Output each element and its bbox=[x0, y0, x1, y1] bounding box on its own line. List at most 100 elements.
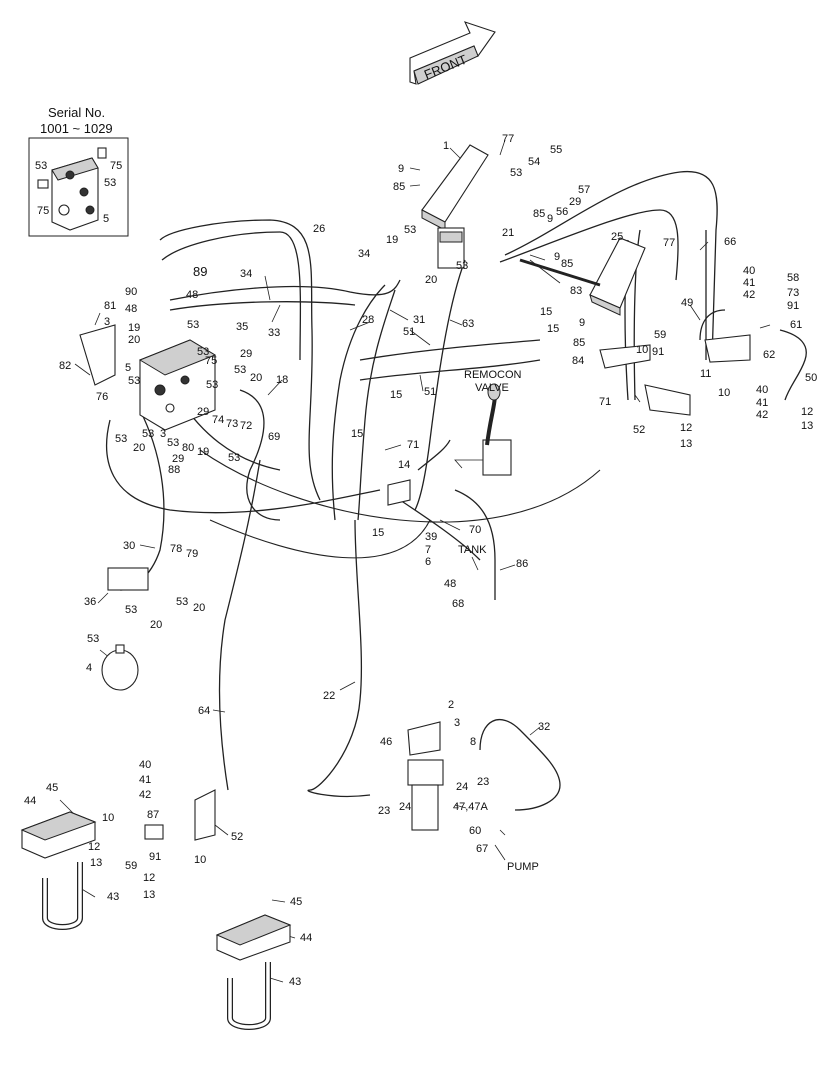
part-label: 25 bbox=[611, 231, 623, 243]
part-label: 75 bbox=[110, 160, 122, 172]
part-label: 5 bbox=[125, 362, 131, 374]
part-label: 30 bbox=[123, 540, 135, 552]
part-label: 13 bbox=[801, 420, 813, 432]
part-label: 20 bbox=[425, 274, 437, 286]
part-label: 82 bbox=[59, 360, 71, 372]
part-label: 53 bbox=[125, 604, 137, 616]
part-label: 13 bbox=[143, 889, 155, 901]
part-label: 75 bbox=[205, 355, 217, 367]
part-label: 20 bbox=[150, 619, 162, 631]
inset-serial: 1001 ~ 1029 bbox=[40, 121, 113, 136]
part-label: 1 bbox=[443, 140, 449, 152]
part-label: 77 bbox=[502, 133, 514, 145]
part-label: 61 bbox=[790, 319, 802, 331]
part-label: 41 bbox=[743, 277, 755, 289]
part-label: 42 bbox=[743, 289, 755, 301]
part-label: 51 bbox=[424, 386, 436, 398]
part-label: 85 bbox=[393, 181, 405, 193]
part-label: 15 bbox=[547, 323, 559, 335]
part-label: 24 bbox=[456, 781, 468, 793]
part-label: 28 bbox=[362, 314, 374, 326]
part-label: 6 bbox=[425, 556, 431, 568]
part-label: 13 bbox=[90, 857, 102, 869]
part-label: 29 bbox=[172, 453, 184, 465]
tank-label: TANK bbox=[458, 544, 487, 556]
part-label: 29 bbox=[240, 348, 252, 360]
part-label: 56 bbox=[556, 206, 568, 218]
part-label: 53 bbox=[456, 260, 468, 272]
part-label: 19 bbox=[197, 446, 209, 458]
part-label: 32 bbox=[538, 721, 550, 733]
part-label: 52 bbox=[633, 424, 645, 436]
part-label: 23 bbox=[477, 776, 489, 788]
part-label: 53 bbox=[142, 428, 154, 440]
part-label: 7 bbox=[425, 544, 431, 556]
part-label: 58 bbox=[787, 272, 799, 284]
part-label: 85 bbox=[533, 208, 545, 220]
part-label: 63 bbox=[462, 318, 474, 330]
part-label: 13 bbox=[680, 438, 692, 450]
part-label: 41 bbox=[139, 774, 151, 786]
part-label: 74 bbox=[212, 414, 224, 426]
part-label: 15 bbox=[372, 527, 384, 539]
part-label: 90 bbox=[125, 286, 137, 298]
part-label: 20 bbox=[193, 602, 205, 614]
part-label: 76 bbox=[96, 391, 108, 403]
part-label: 42 bbox=[139, 789, 151, 801]
part-label: 53 bbox=[115, 433, 127, 445]
part-label: 60 bbox=[469, 825, 481, 837]
part-label: 91 bbox=[787, 300, 799, 312]
part-label: 10 bbox=[102, 812, 114, 824]
inset-title: Serial No. bbox=[48, 105, 105, 120]
leader-lines bbox=[59, 139, 771, 983]
part-label: 12 bbox=[680, 422, 692, 434]
part-label: 34 bbox=[240, 268, 252, 280]
part-label: 88 bbox=[168, 464, 180, 476]
part-label: 91 bbox=[149, 851, 161, 863]
part-label: 44 bbox=[24, 795, 36, 807]
part-label: 53 bbox=[176, 596, 188, 608]
part-label: 40 bbox=[139, 759, 151, 771]
part-label: 26 bbox=[313, 223, 325, 235]
part-label: 11 bbox=[700, 368, 711, 380]
part-label: 35 bbox=[236, 321, 248, 333]
part-label: 33 bbox=[268, 327, 280, 339]
part-label: 46 bbox=[380, 736, 392, 748]
part-label: 59 bbox=[654, 329, 666, 341]
remocon-label: VALVE bbox=[475, 382, 509, 394]
part-label: 70 bbox=[469, 524, 481, 536]
part-label: 69 bbox=[268, 431, 280, 443]
part-label: 5 bbox=[103, 213, 109, 225]
part-label: 47,47A bbox=[453, 801, 489, 813]
part-label: 53 bbox=[206, 379, 218, 391]
part-label: 53 bbox=[228, 452, 240, 464]
part-label: 22 bbox=[323, 690, 335, 702]
part-label: 67 bbox=[476, 843, 488, 855]
part-label: 66 bbox=[724, 236, 736, 248]
part-label: 9 bbox=[398, 163, 404, 175]
part-label: 53 bbox=[35, 160, 47, 172]
part-label: 23 bbox=[378, 805, 390, 817]
part-label: 21 bbox=[502, 227, 514, 239]
part-label: 73 bbox=[787, 287, 799, 299]
part-label: 44 bbox=[300, 932, 312, 944]
part-label: 62 bbox=[763, 349, 775, 361]
part-label: 51 bbox=[403, 326, 415, 338]
part-label: 4 bbox=[86, 662, 92, 674]
part-label: 64 bbox=[198, 705, 210, 717]
part-label: 2 bbox=[448, 699, 454, 711]
part-label: 53 bbox=[187, 319, 199, 331]
part-label: 15 bbox=[351, 428, 363, 440]
part-label: 68 bbox=[452, 598, 464, 610]
part-label: 8 bbox=[470, 736, 476, 748]
part-label: 71 bbox=[407, 439, 419, 451]
part-label: 73 bbox=[226, 418, 238, 430]
part-label: 53 bbox=[128, 375, 140, 387]
part-label: 85 bbox=[561, 258, 573, 270]
part-label: 55 bbox=[550, 144, 562, 156]
hoses bbox=[106, 170, 807, 811]
front-arrow: FRONT bbox=[409, 21, 496, 85]
part-label: 80 bbox=[182, 442, 194, 454]
part-label: 15 bbox=[540, 306, 552, 318]
part-label: 84 bbox=[572, 355, 584, 367]
